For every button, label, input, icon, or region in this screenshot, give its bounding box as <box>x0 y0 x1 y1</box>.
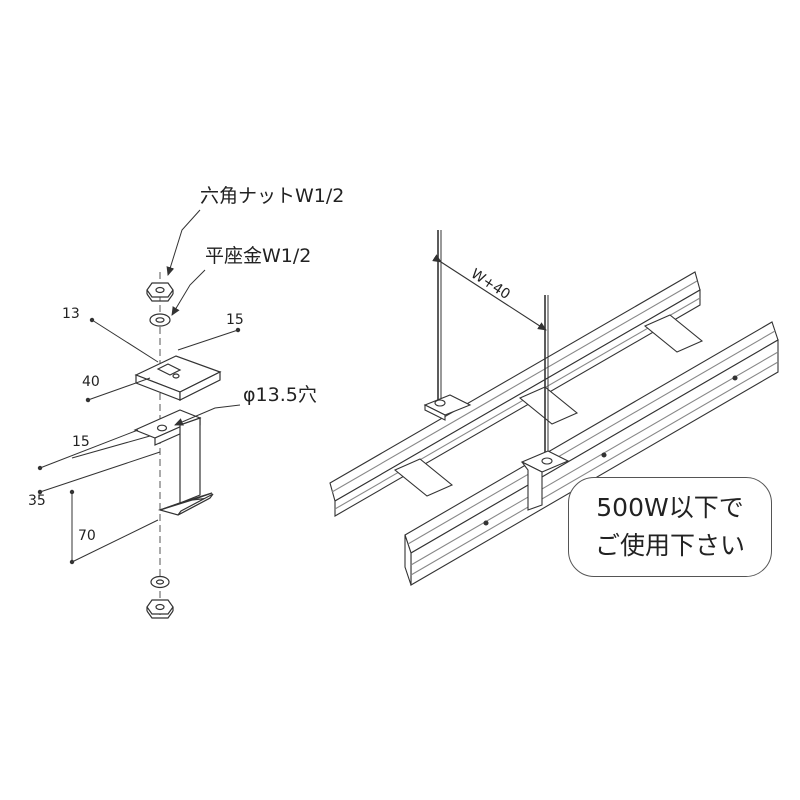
dim-35-ext <box>37 451 161 495</box>
dim-40-line <box>85 377 151 403</box>
span-dimension-line <box>432 254 547 331</box>
usage-note-box: 500W以下で ご使用下さい <box>568 477 772 577</box>
span-label: W+40 <box>468 266 513 303</box>
note-line-2: ご使用下さい <box>594 531 745 560</box>
dim-15-side-label: 15 <box>72 434 90 450</box>
dim-40-label: 40 <box>82 374 100 390</box>
note-line-1: 500W以下で <box>596 493 744 522</box>
l-hanger-bracket-icon <box>133 409 214 516</box>
leader-lines <box>166 209 241 426</box>
dim-13-line <box>89 317 159 363</box>
dim-15-side-ext <box>37 429 139 471</box>
hole-leader <box>174 404 241 426</box>
dim-15-top-line <box>177 327 241 351</box>
dim-13-label: 13 <box>62 306 80 322</box>
dim-15-side-line <box>71 435 151 459</box>
hex-nut-label: 六角ナットW1/2 <box>200 185 344 207</box>
washer-label: 平座金W1/2 <box>205 245 311 267</box>
dim-15-top-label: 15 <box>226 312 244 328</box>
dim-70-ext <box>71 519 159 563</box>
front-side-rail <box>404 321 779 586</box>
hex-nut-top-icon <box>146 282 174 302</box>
cable-tray-illustration <box>329 230 779 586</box>
washer-icon <box>149 313 171 327</box>
back-side-rail <box>329 271 701 517</box>
dim-35-label: 35 <box>28 493 46 509</box>
washer-bottom-icon <box>150 575 170 589</box>
dimension-lines <box>37 317 241 565</box>
bracket-left-icon <box>423 394 472 421</box>
dim-70-label: 70 <box>78 528 96 544</box>
washer-leader <box>171 269 206 316</box>
hex-nut-bottom-icon <box>146 599 174 619</box>
bracket-right-icon <box>520 450 570 511</box>
exploded-parts <box>133 272 222 619</box>
hole-label: φ13.5穴 <box>243 384 317 406</box>
slotted-plate-icon <box>134 355 222 401</box>
hex-nut-leader <box>166 209 201 276</box>
